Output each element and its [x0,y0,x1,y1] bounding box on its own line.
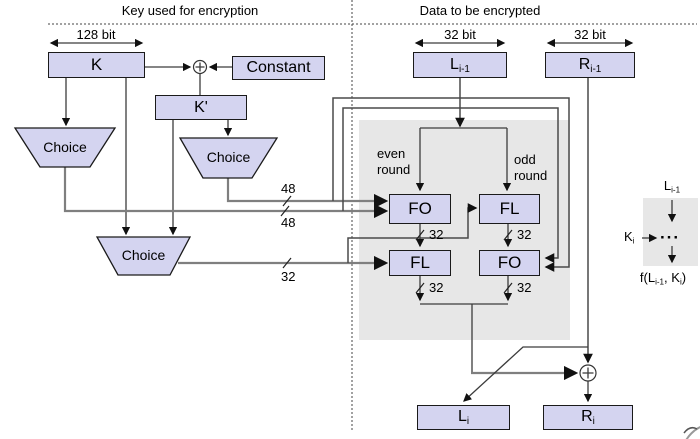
bus-32-label: 32 [281,269,296,284]
data-section-title: Data to be encrypted [419,3,541,18]
bus-choice1-to-fo-top [63,167,389,219]
key-box: K [48,52,145,78]
fo-top-out-label: 32 [429,227,444,242]
key-section-title: Key used for encryption [121,3,259,18]
choice2-trapezoid [178,137,279,179]
fo-top-box: FO [389,194,451,224]
round-function-panel [359,120,570,340]
r-prev-box: Ri-1 [545,52,635,78]
mini-l-prev-label: Li-1 [663,178,681,195]
data-xor-icon [579,364,597,382]
constant-box: Constant [232,56,325,80]
odd-round-label: odd round [514,152,548,183]
bus-48-label-a: 48 [281,181,296,196]
mini-k-label: Ki [624,229,635,246]
mini-f-label: f(Li-1, Ki) [639,270,687,287]
choice3-trapezoid [95,236,192,276]
right-width-label: 32 bit [574,27,606,42]
choice1-trapezoid [13,127,117,168]
l-out-box: Li [417,405,510,430]
even-round-label: even round [377,146,411,177]
bus-choice2-to-fo-top [226,178,389,209]
key-width-label: 128 bit [76,27,116,42]
fl-bottom-out-label: 32 [429,280,444,295]
fo-bottom-out-label: 32 [517,280,532,295]
choice1-label: Choice [43,139,87,155]
wire-rprev-to-lout [463,346,588,402]
bus-48-label-b: 48 [281,215,296,230]
fl-top-box: FL [479,194,540,224]
key-xor-icon [192,59,208,75]
bus-wrap-to-fo-bottom-a [332,97,570,272]
bus-wrap-to-fo-bottom-b [342,107,559,263]
bus-wrap-to-fl-top [347,203,478,263]
mini-function-panel [643,198,698,266]
fo-bottom-box: FO [479,250,540,276]
left-width-label: 32 bit [444,27,476,42]
r-out-box: Ri [543,405,633,430]
mini-dots-label: ··· [660,228,680,247]
l-prev-box: Li-1 [413,52,507,78]
choice3-label: Choice [121,247,166,263]
fl-top-out-label: 32 [517,227,532,242]
kprime-box: K' [155,95,247,120]
fl-bottom-box: FL [389,250,451,276]
choice2-label: Choice [206,149,251,165]
corner-mark-decoration [683,426,698,434]
